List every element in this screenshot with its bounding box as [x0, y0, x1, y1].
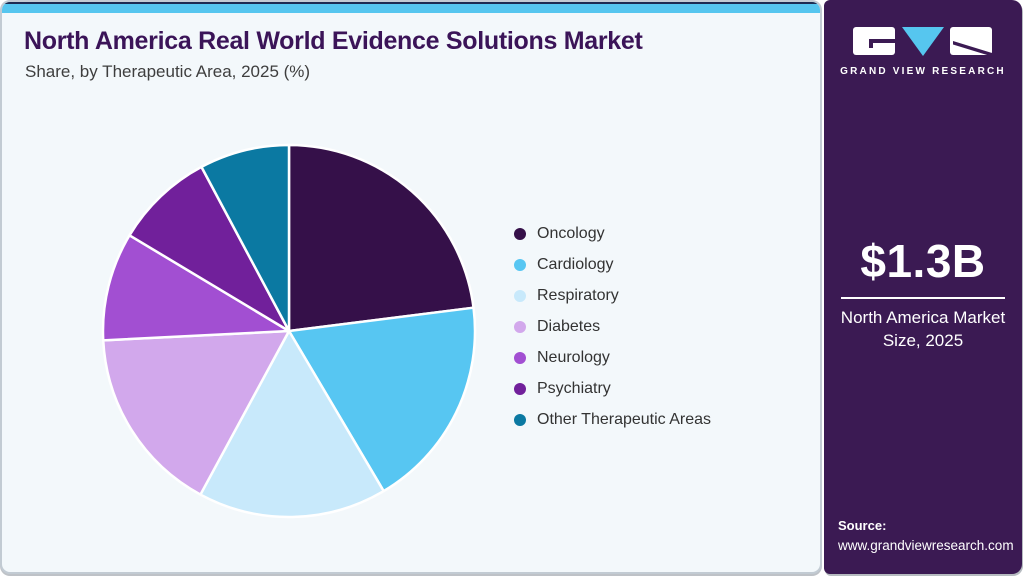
legend-dot — [514, 413, 526, 426]
brand-sidebar: GRAND VIEW RESEARCH $1.3B North America … — [824, 0, 1022, 574]
legend-item-respiratory: Respiratory — [514, 286, 711, 305]
legend-label: Respiratory — [537, 287, 619, 304]
legend-dot — [514, 227, 526, 240]
legend-item-neurology: Neurology — [514, 348, 711, 367]
legend-label: Cardiology — [537, 256, 614, 273]
legend-label: Other Therapeutic Areas — [537, 411, 712, 428]
pie-slice-psychiatry — [128, 165, 291, 333]
pie-slice-neurology — [101, 234, 291, 342]
legend-item-oncology: Oncology — [514, 224, 711, 243]
legend-dot — [514, 320, 526, 333]
pie-slice-diabetes — [101, 329, 291, 496]
market-size-block: $1.3B North America Market Size, 2025 — [824, 234, 1022, 353]
source-block: Source: www.grandviewresearch.com — [838, 517, 1014, 556]
logo-v-icon — [902, 27, 944, 56]
chart-card: North America Real World Evidence Soluti… — [0, 0, 822, 574]
source-label: Source: — [838, 518, 887, 534]
grand-view-research-logo: GRAND VIEW RESEARCH — [824, 26, 1022, 77]
legend-dot — [514, 382, 526, 395]
pie-slice-respiratory — [199, 329, 385, 519]
pie-chart — [101, 143, 477, 519]
source-url-link[interactable]: www.grandviewresearch.com — [838, 538, 1014, 554]
legend-dot — [514, 289, 526, 302]
page-subtitle: Share, by Therapeutic Area, 2025 (%) — [25, 62, 311, 81]
legend-label: Neurology — [537, 349, 610, 366]
pie-slice-cardiology — [287, 306, 477, 493]
legend-label: Diabetes — [537, 318, 601, 335]
market-size-value: $1.3B — [860, 235, 986, 287]
legend-item-diabetes: Diabetes — [514, 317, 711, 336]
pie-slice-other-therapeutic-areas — [200, 143, 291, 333]
logo-wordmark: GRAND VIEW RESEARCH — [840, 66, 1006, 77]
pie-chart-container — [99, 141, 479, 521]
legend-item-other-therapeutic-areas: Other Therapeutic Areas — [514, 410, 711, 429]
legend-label: Oncology — [537, 225, 605, 242]
accent-topbar — [2, 2, 820, 13]
logo-r-icon — [950, 27, 992, 55]
market-size-label: North America Market Size, 2025 — [840, 308, 1006, 350]
legend-item-psychiatry: Psychiatry — [514, 379, 711, 398]
legend-label: Psychiatry — [537, 380, 611, 397]
legend-dot — [514, 258, 526, 271]
legend-dot — [514, 351, 526, 364]
page-title: North America Real World Evidence Soluti… — [24, 27, 643, 55]
pie-slice-oncology — [287, 143, 475, 333]
market-divider — [841, 297, 1005, 299]
legend-item-cardiology: Cardiology — [514, 255, 711, 274]
